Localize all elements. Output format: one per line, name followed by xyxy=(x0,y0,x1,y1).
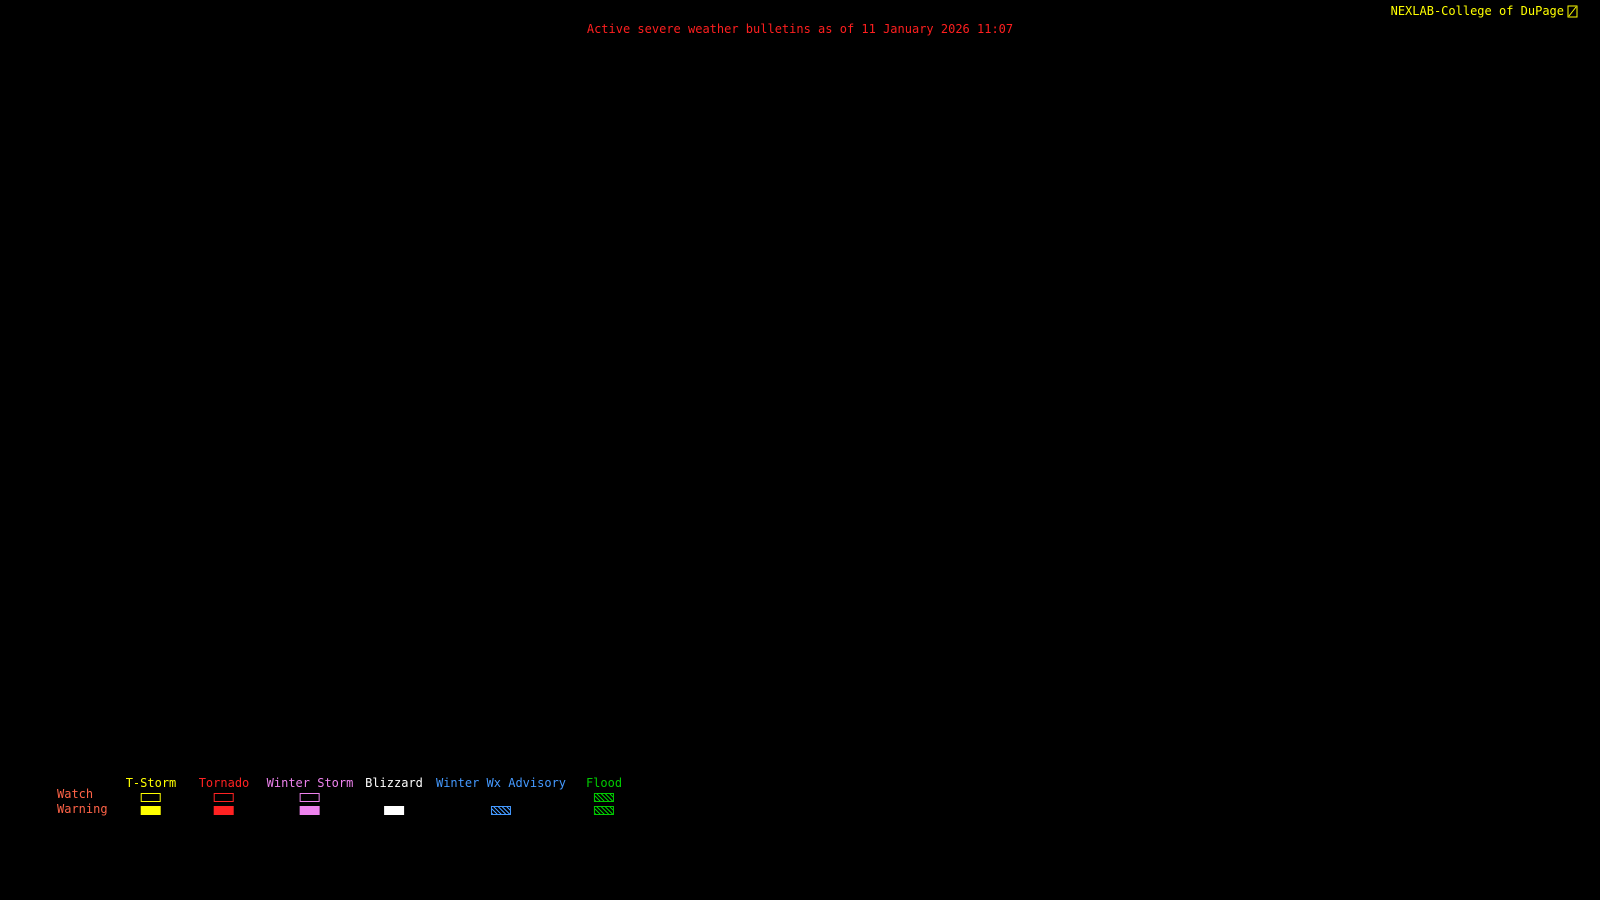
tstorm-watch-swatch xyxy=(140,793,161,802)
brand-text: NEXLAB-College of DuPage xyxy=(1390,4,1564,18)
blizzard-warning-swatch xyxy=(383,806,404,815)
legend-col-winter-storm: Winter Storm xyxy=(266,776,354,819)
legend-row-warning-label: Warning xyxy=(57,802,108,816)
flood-watch-swatch xyxy=(594,793,614,802)
cod-logo-icon xyxy=(1567,5,1578,18)
brand: NEXLAB-College of DuPage xyxy=(1391,5,1578,18)
winter-wx-advisory-swatch xyxy=(490,806,511,815)
tornado-warning-swatch xyxy=(213,806,234,815)
legend-col-tornado: Tornado xyxy=(198,776,250,819)
tornado-watch-swatch xyxy=(213,793,234,802)
legend-col-flood: Flood xyxy=(586,777,622,819)
legend-label-flood: Flood xyxy=(585,776,623,790)
winter-storm-warning-swatch xyxy=(299,806,320,815)
legend-col-winter-wx-advisory: Winter Wx Advisory xyxy=(436,777,566,819)
legend-label-tornado: Tornado xyxy=(198,776,250,790)
legend-col-tstorm: T-Storm xyxy=(125,776,177,819)
legend-label-winter-storm: Winter Storm xyxy=(266,776,354,790)
flood-warning-swatch xyxy=(594,806,614,815)
legend-label-winter-wx-advisory: Winter Wx Advisory xyxy=(435,776,567,790)
legend-label-tstorm: T-Storm xyxy=(125,776,177,790)
tstorm-warning-swatch xyxy=(140,806,161,815)
winter-storm-watch-swatch xyxy=(299,793,320,802)
legend-label-blizzard: Blizzard xyxy=(365,776,423,790)
legend-row-watch-label: Watch xyxy=(57,787,94,801)
legend-col-blizzard: Blizzard xyxy=(365,777,423,819)
bulletin-title: Active severe weather bulletins as of 11… xyxy=(586,22,1014,36)
